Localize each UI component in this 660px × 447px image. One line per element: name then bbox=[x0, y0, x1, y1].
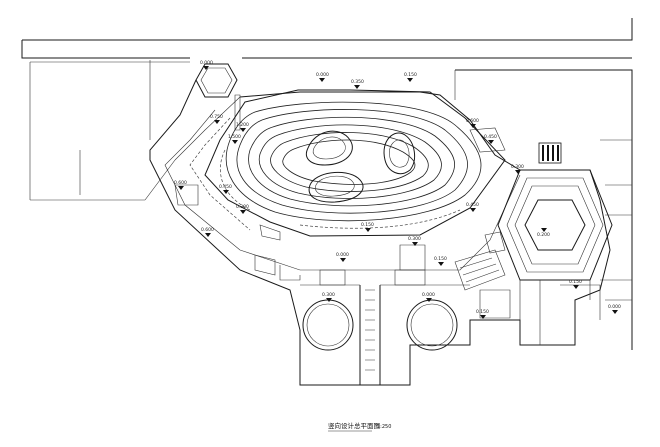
elevation-marker: 0.150 bbox=[361, 222, 374, 232]
elevation-marker: 0.150 bbox=[476, 309, 489, 319]
elevation-label: 0.000 bbox=[608, 304, 621, 310]
elevation-marker: 0.150 bbox=[434, 256, 447, 266]
elevation-label: 0.350 bbox=[351, 79, 364, 85]
mound-platform bbox=[204, 89, 506, 237]
hatched-symbol bbox=[538, 142, 562, 164]
elevation-marker: 1.200 bbox=[236, 122, 249, 132]
elevation-label: 0.450 bbox=[219, 184, 232, 190]
elevation-label: 0.150 bbox=[476, 309, 489, 315]
elevation-marker: 0.600 bbox=[201, 227, 214, 237]
elevation-label: 0.000 bbox=[316, 72, 329, 78]
elevation-label: 0.150 bbox=[361, 222, 374, 228]
elevation-marker: 0.750 bbox=[210, 114, 223, 124]
elevation-marker: 0.450 bbox=[484, 134, 497, 144]
elevation-label: 0.000 bbox=[336, 252, 349, 258]
contour-lines bbox=[219, 101, 482, 229]
drawing-title-block: 竖向设计总平面图 1:250 bbox=[328, 421, 391, 432]
elevation-marker: 0.300 bbox=[408, 236, 421, 246]
elevation-label: 0.450 bbox=[466, 202, 479, 208]
elevation-label: 0.600 bbox=[466, 118, 479, 124]
elevation-marker: 0.200 bbox=[537, 228, 550, 238]
elevation-label: 0.200 bbox=[537, 232, 550, 238]
elevation-label: 0.150 bbox=[404, 72, 417, 78]
elevation-marker: 0.450 bbox=[466, 202, 479, 212]
elevation-label: 0.300 bbox=[511, 164, 524, 170]
elevation-label: 0.000 bbox=[422, 292, 435, 298]
elevation-label: 0.150 bbox=[434, 256, 447, 262]
elevation-marker: 0.000 bbox=[336, 252, 349, 262]
elevation-marker: 0.450 bbox=[219, 184, 232, 194]
elevation-marker: 0.300 bbox=[236, 204, 249, 214]
elevation-label: 1.200 bbox=[236, 122, 249, 128]
hexagon-pavilion-small bbox=[195, 63, 238, 98]
site-boundary-lines bbox=[21, 18, 633, 350]
elevation-label: 0.600 bbox=[201, 227, 214, 233]
elevation-marker: 1.500 bbox=[228, 134, 241, 144]
elevation-marker: 0.000 bbox=[422, 292, 435, 302]
elevation-marker: 0.350 bbox=[351, 79, 364, 89]
elevation-label: 0.450 bbox=[484, 134, 497, 140]
hexagon-pavilion-large bbox=[497, 169, 613, 320]
elevation-marker: 0.300 bbox=[511, 164, 524, 174]
side-structures bbox=[454, 127, 601, 345]
elevation-marker: 0.300 bbox=[322, 292, 335, 302]
elevation-label: 0.300 bbox=[236, 204, 249, 210]
elevation-marker: 0.600 bbox=[174, 180, 187, 190]
elevation-marker: 0.000 bbox=[200, 60, 213, 70]
drawing-scale: 1:250 bbox=[377, 424, 391, 430]
elevation-label: 1.500 bbox=[228, 134, 241, 140]
elevation-label: 0.300 bbox=[408, 236, 421, 242]
elevation-label: 0.750 bbox=[210, 114, 223, 120]
elevation-markers: 0.000 0.000 0.150 0.350 0.750 1.200 1.50… bbox=[174, 60, 621, 319]
mound-peaks bbox=[305, 130, 416, 203]
elevation-label: 0.600 bbox=[174, 180, 187, 186]
elevation-marker: 0.000 bbox=[316, 72, 329, 82]
elevation-marker: 0.150 bbox=[569, 279, 582, 289]
bottom-features bbox=[300, 244, 470, 385]
walkway-outline bbox=[149, 79, 611, 386]
elevation-label: 0.150 bbox=[569, 279, 582, 285]
drawing-title: 竖向设计总平面图 bbox=[328, 421, 380, 430]
elevation-marker: 0.150 bbox=[404, 72, 417, 82]
elevation-marker: 0.600 bbox=[466, 118, 479, 128]
elevation-marker: 0.000 bbox=[608, 304, 621, 314]
elevation-label: 0.000 bbox=[200, 60, 213, 66]
elevation-label: 0.300 bbox=[322, 292, 335, 298]
